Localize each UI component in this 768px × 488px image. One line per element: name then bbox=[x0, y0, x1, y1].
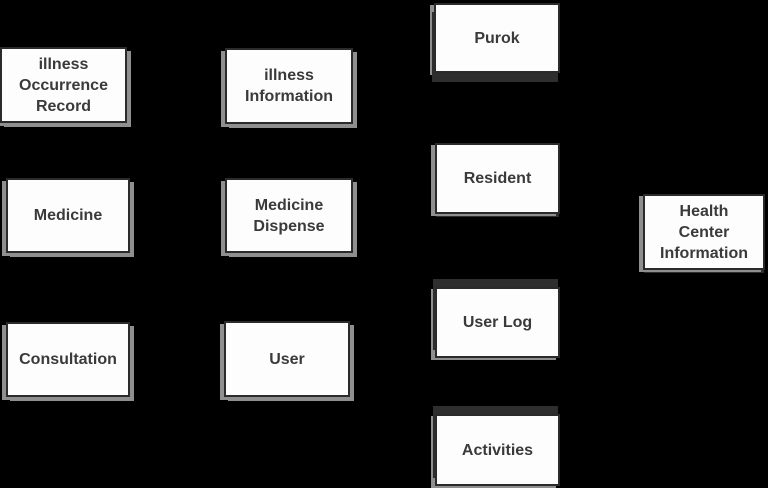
entity-label-line: illness bbox=[264, 67, 314, 84]
entity-box-medicine-dispense: Medicine Dispense bbox=[225, 178, 353, 253]
entity-label-line: illness bbox=[38, 55, 89, 73]
entity-box-medicine: Medicine bbox=[6, 178, 130, 253]
entity-label-line: Purok bbox=[474, 29, 520, 47]
entity-label-line: Medicine bbox=[33, 207, 103, 224]
entity-label-line: Medicine bbox=[254, 196, 324, 214]
entity-box-user: User bbox=[224, 321, 350, 397]
entity-box-illness-information: illness Information bbox=[225, 48, 353, 124]
entity-label-line: Record bbox=[35, 97, 92, 115]
entity-box-user-log: User Log bbox=[435, 287, 560, 358]
entity-box-consultation: Consultation bbox=[6, 322, 130, 397]
entity-label-line: Consultation bbox=[19, 351, 117, 368]
entity-box-health-center-information: Health Center Information bbox=[643, 194, 765, 270]
entity-box-resident: Resident bbox=[435, 143, 560, 214]
entity-label-line: Information bbox=[245, 88, 333, 105]
entity-box-activities: Activities bbox=[435, 414, 560, 486]
entity-label-line: User bbox=[269, 350, 305, 368]
entity-label-line: Activities bbox=[461, 441, 534, 459]
entity-label-line: Health bbox=[679, 202, 729, 220]
entity-label-line: Information bbox=[660, 244, 748, 262]
entity-label-line: User Log bbox=[462, 314, 533, 331]
entity-label-line: Dispense bbox=[253, 217, 325, 235]
entity-label-line: Resident bbox=[463, 170, 532, 187]
entity-box-purok: Purok bbox=[434, 3, 560, 73]
entity-box-illness-occurrence-record: illness Occurrence Record bbox=[0, 47, 127, 123]
entity-label-line: Center bbox=[678, 223, 730, 241]
entity-label-line: Occurrence bbox=[19, 76, 108, 94]
